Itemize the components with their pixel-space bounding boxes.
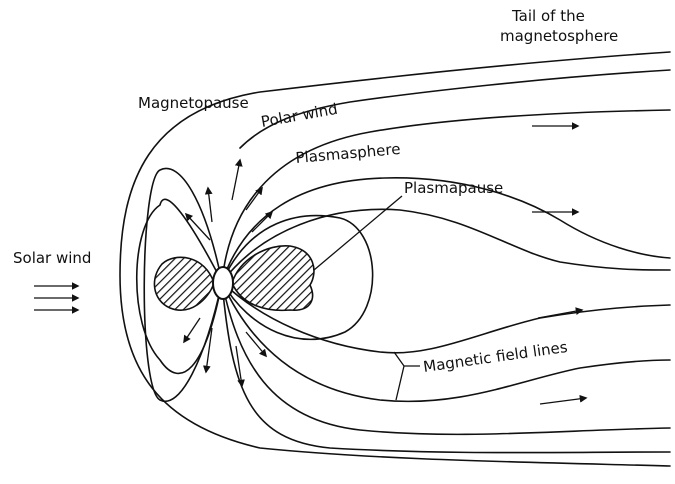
polar-wind-label: Polar wind (260, 100, 339, 131)
tail-arrow-3 (538, 310, 582, 318)
plasmapause-leader (314, 196, 402, 270)
magnetopause-label: Magnetopause (138, 94, 249, 112)
tail-label-line1: Tail of the (511, 7, 585, 25)
field-lines-leader (394, 352, 420, 400)
polar-wind-arrow-3 (246, 188, 262, 210)
polar-wind-arrow-9 (184, 318, 200, 342)
polar-wind-arrow-4 (252, 212, 272, 232)
solar-wind-label: Solar wind (13, 249, 91, 267)
magnetic-field-lines-label: Magnetic field lines (422, 338, 569, 376)
plasmasphere-lobe-left (154, 257, 214, 310)
magnetopause-boundary (120, 52, 670, 466)
plasmapause-label: Plasmapause (404, 179, 503, 197)
earth-icon (213, 267, 233, 299)
plasmasphere-label: Plasmasphere (295, 140, 401, 167)
polar-wind-arrow-2 (232, 160, 240, 200)
polar-wind-arrow-1 (208, 188, 212, 222)
polar-wind-arrow-5 (186, 214, 210, 240)
tail-arrow-4 (540, 398, 586, 404)
tail-label-line2: magnetosphere (500, 27, 618, 45)
